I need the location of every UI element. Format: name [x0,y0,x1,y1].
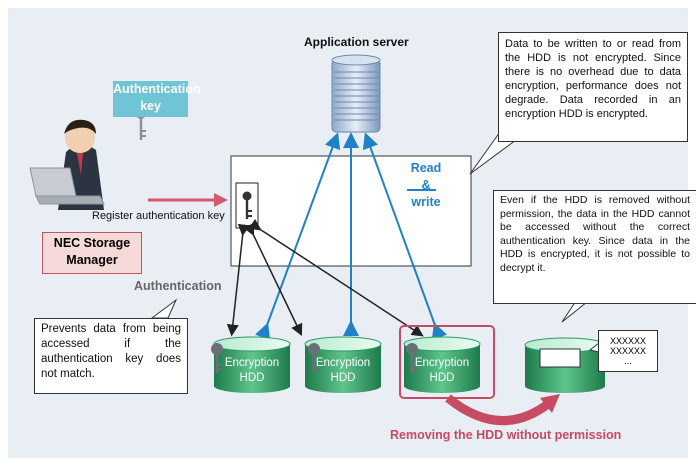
read-write-label: Read&write [410,161,442,209]
encrypted-data-bubble: XXXXXX XXXXXX ... [598,330,658,372]
authentication-key-label: Authentication key [113,81,201,117]
slot-key-icon [242,191,252,219]
removal-callout: Even if the HDD is removed without permi… [493,190,696,304]
removal-highlight [399,325,495,399]
hdd-2 [304,336,382,393]
data-line-2: XXXXXX [609,346,647,356]
data-line-3: ... [624,356,632,366]
register-key-label: Register authentication key [92,210,225,222]
hdd-key-icons [211,343,418,373]
removed-hdd [524,337,606,393]
person-laptop-icon [29,119,105,210]
nec-storage-manager-box: NEC Storage Manager [42,232,142,274]
authentication-label: Authentication [134,279,222,293]
authentication-arrows [226,218,424,337]
application-server-label: Application server [304,35,409,49]
top-right-callout: Data to be written to or read from the H… [498,32,688,142]
mismatch-callout: Prevents data from being accessed if the… [34,318,188,394]
hdd-1 [213,336,291,393]
data-line-1: XXXXXX [609,336,647,346]
hdd-3 [403,336,481,393]
server-icon [331,54,381,133]
removing-hdd-label: Removing the HDD without permission [390,428,622,442]
